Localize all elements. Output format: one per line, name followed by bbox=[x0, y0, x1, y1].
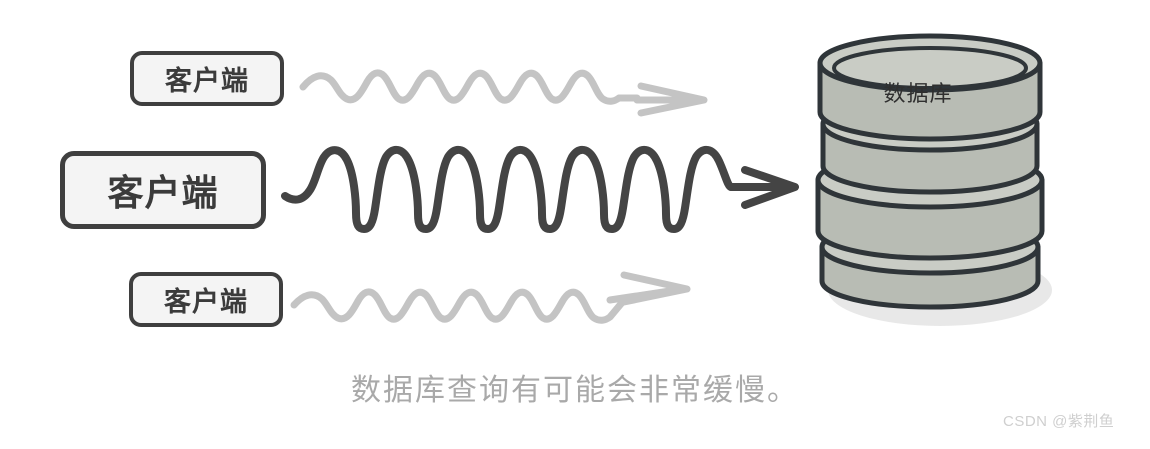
client-label: 客户端 bbox=[164, 287, 248, 317]
client-box-top[interactable]: 客户端 bbox=[130, 51, 284, 106]
middle-query-wave bbox=[281, 146, 799, 233]
database-label: 数据库 bbox=[883, 81, 953, 106]
client-label: 客户端 bbox=[165, 66, 249, 96]
db-segment-2-body bbox=[820, 121, 1040, 195]
db-segment-1-body bbox=[817, 60, 1043, 142]
bottom-arrow-head bbox=[620, 271, 691, 306]
top-query-wave bbox=[299, 69, 708, 117]
diagram-caption: 数据库查询有可能会非常缓慢。 bbox=[351, 374, 799, 407]
bottom-query-wave bbox=[290, 271, 691, 324]
watermark: CSDN @紫荆鱼 bbox=[1003, 413, 1115, 430]
db-segment-1-top bbox=[817, 33, 1043, 93]
db-segment-3-body bbox=[815, 177, 1045, 261]
db-segment-2-top bbox=[820, 95, 1040, 153]
db-segment-4-body bbox=[819, 244, 1041, 310]
database-shadow bbox=[828, 254, 1052, 326]
client-box-middle[interactable]: 客户端 bbox=[60, 151, 266, 229]
client-box-bottom[interactable]: 客户端 bbox=[129, 272, 283, 327]
db-segment-3-top bbox=[815, 150, 1045, 210]
db-top-inner-rim bbox=[832, 46, 1028, 90]
db-segment-4-top bbox=[819, 218, 1041, 276]
client-label: 客户端 bbox=[107, 172, 219, 213]
middle-arrow-head bbox=[741, 166, 799, 209]
top-arrow-head bbox=[637, 82, 708, 117]
database-cylinder bbox=[815, 33, 1045, 310]
